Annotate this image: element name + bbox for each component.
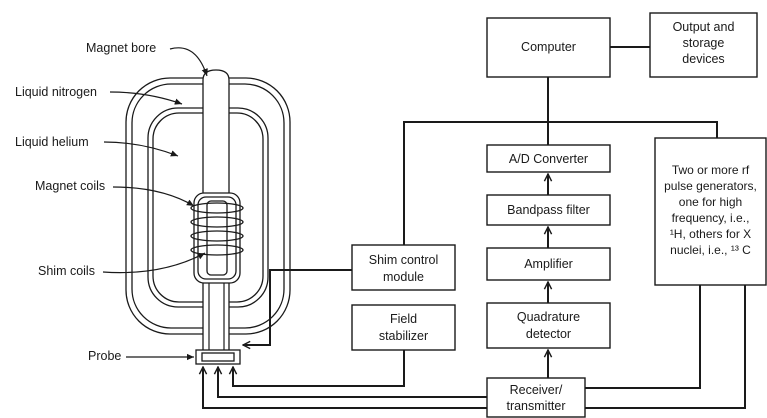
amplifier-label: Amplifier bbox=[524, 257, 573, 271]
computer-box bbox=[486, 17, 611, 78]
block-output-storage: Output and storage devices bbox=[649, 12, 758, 78]
magnet-coil-winding bbox=[190, 216, 244, 228]
receiver-transmitter-box bbox=[486, 377, 586, 418]
label-liquid-helium: Liquid helium bbox=[15, 135, 89, 149]
label-magnet-bore: Magnet bore bbox=[86, 41, 156, 55]
magnet-coil-former-outer bbox=[193, 192, 241, 284]
block-computer: Computer bbox=[486, 17, 611, 78]
output-storage-label-line: devices bbox=[682, 52, 724, 66]
label-arrow-liquid-helium bbox=[103, 141, 179, 157]
magnet-coil-winding bbox=[190, 244, 244, 256]
magnet-coil-winding bbox=[190, 230, 244, 242]
ad-converter-label: A/D Converter bbox=[509, 152, 588, 166]
shim-control-label-line: Shim control bbox=[369, 253, 438, 267]
block-amplifier: Amplifier bbox=[486, 247, 611, 281]
quadrature-detector-label-line: detector bbox=[526, 327, 571, 341]
shim-control-label-line: module bbox=[383, 270, 424, 284]
field-stabilizer-label-line: Field bbox=[390, 312, 417, 326]
magnet-coil-winding bbox=[190, 202, 244, 214]
block-field-stabilizer: Field stabilizer bbox=[351, 304, 456, 351]
receiver-transmitter-label-line: Receiver/ bbox=[510, 383, 563, 397]
rf-generators-box bbox=[654, 137, 767, 286]
rf-generators-label-line: pulse generators, bbox=[664, 179, 757, 193]
label-magnet-coils: Magnet coils bbox=[35, 179, 105, 193]
rf-generators-label-line: one for high bbox=[679, 195, 742, 209]
rf-generators-label-line: frequency, i.e., bbox=[672, 211, 750, 225]
bandpass-filter-box bbox=[486, 194, 611, 226]
bandpass-filter-label: Bandpass filter bbox=[507, 203, 590, 217]
field-stabilizer-label-line: stabilizer bbox=[379, 329, 428, 343]
rf-generators-label-line: ¹H, others for X bbox=[670, 227, 751, 241]
output-storage-label-line: Output and bbox=[673, 20, 735, 34]
wire-control-bus bbox=[403, 121, 718, 245]
rf-generators-label-line: Two or more rf bbox=[672, 163, 750, 177]
label-probe: Probe bbox=[88, 349, 121, 363]
block-shim-control-module: Shim control module bbox=[351, 244, 456, 291]
quadrature-detector-box bbox=[486, 302, 611, 349]
quadrature-detector-label-line: Quadrature bbox=[517, 310, 580, 324]
rf-generators-label-line: nuclei, i.e., ¹³ C bbox=[670, 243, 751, 257]
magnet-assembly bbox=[125, 69, 291, 365]
label-arrow-shim-coils bbox=[102, 252, 206, 274]
shim-control-box bbox=[351, 244, 456, 291]
block-bandpass-filter: Bandpass filter bbox=[486, 194, 611, 226]
amplifier-box bbox=[486, 247, 611, 281]
wire-rf-generators-to-probe bbox=[203, 285, 746, 409]
connection-wires bbox=[203, 46, 746, 409]
label-arrow-liquid-nitrogen bbox=[109, 91, 183, 105]
output-storage-box bbox=[649, 12, 758, 78]
output-storage-label-line: storage bbox=[683, 36, 725, 50]
block-quadrature-detector: Quadrature detector bbox=[486, 302, 611, 349]
shim-coil-tube bbox=[206, 200, 228, 276]
label-arrow-magnet-coils bbox=[112, 186, 195, 207]
field-stabilizer-box bbox=[351, 304, 456, 351]
receiver-transmitter-label-line: transmitter bbox=[506, 399, 565, 413]
wire-rf-generators-to-receiver bbox=[585, 285, 701, 389]
block-rf-pulse-generators: Two or more rf pulse generators, one for… bbox=[654, 137, 767, 286]
label-arrow-magnet-bore bbox=[169, 47, 208, 77]
magnet-labels: Magnet bore Liquid nitrogen Liquid heliu… bbox=[15, 41, 208, 363]
label-shim-coils: Shim coils bbox=[38, 264, 95, 278]
label-liquid-nitrogen: Liquid nitrogen bbox=[15, 85, 97, 99]
probe-insert bbox=[201, 352, 235, 362]
computer-label: Computer bbox=[521, 40, 576, 54]
block-ad-converter: A/D Converter bbox=[486, 144, 611, 173]
block-receiver-transmitter: Receiver/ transmitter bbox=[486, 377, 586, 418]
ad-converter-box bbox=[486, 144, 611, 173]
wire-receiver-to-probe bbox=[218, 367, 487, 398]
wire-shim-control-to-probe bbox=[243, 269, 352, 345]
wire-field-stabilizer-to-probe bbox=[233, 350, 405, 387]
magnet-coil-former-inner bbox=[197, 196, 237, 280]
